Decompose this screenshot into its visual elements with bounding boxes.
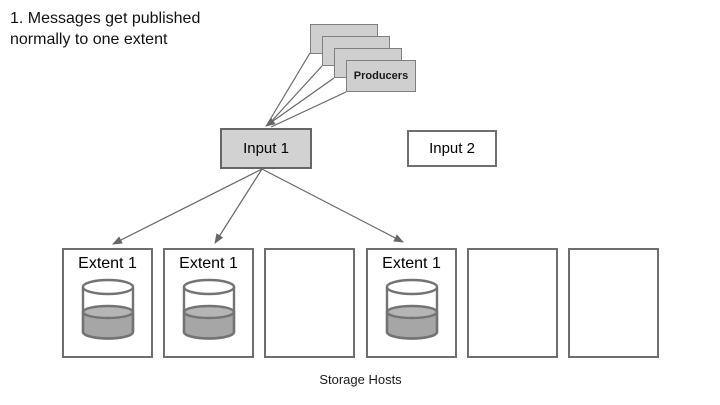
extent-label: Extent 1 [382, 255, 441, 272]
producers-label: Producers [353, 70, 409, 82]
extent-cylinder-icon [385, 278, 438, 340]
caption-text: 1. Messages get published normally to on… [10, 10, 201, 49]
storage-host-box: Extent 1 [163, 248, 254, 358]
storage-host-box [264, 248, 355, 358]
storage-host-box: Extent 1 [62, 248, 153, 358]
storage-host-box: Extent 1 [366, 248, 457, 358]
extent-cylinder-icon [182, 278, 235, 340]
input1-box: Input 1 [220, 128, 312, 169]
input-to-extent-arrows [112, 168, 404, 245]
extent-cylinder-icon [81, 278, 134, 340]
input1-label: Input 1 [243, 140, 289, 157]
storage-host-box [568, 248, 659, 358]
input2-box: Input 2 [407, 130, 497, 167]
producers-box: Producers [346, 60, 416, 92]
extent-label: Extent 1 [179, 255, 238, 272]
storage-host-box [467, 248, 558, 358]
extent-label: Extent 1 [78, 255, 137, 272]
input2-label: Input 2 [429, 140, 475, 157]
storage-hosts-label: Storage Hosts [319, 372, 402, 387]
